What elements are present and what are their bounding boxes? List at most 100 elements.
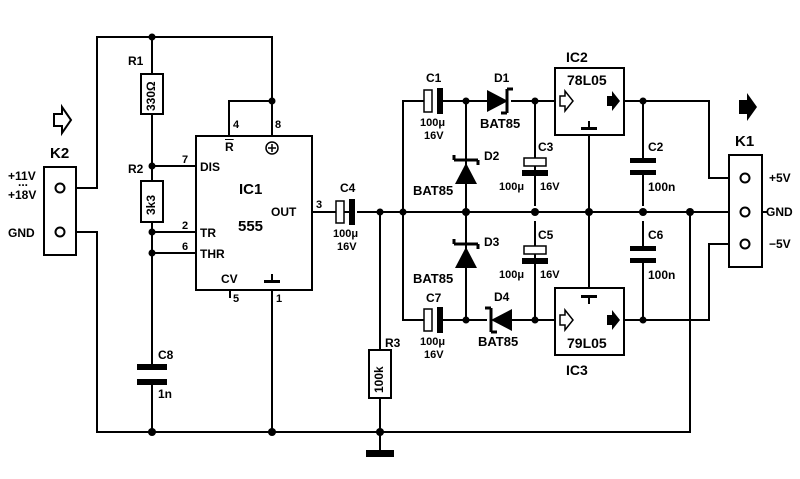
c1-capacitor (423, 88, 443, 114)
c8-plate-top (137, 364, 167, 370)
ic1-reset-label: R (225, 140, 234, 154)
k1-pin-3 (739, 238, 751, 250)
k2-connector (43, 166, 77, 256)
k1-pin-2 (739, 206, 751, 218)
d2-diode (452, 155, 480, 184)
junction-dot (399, 208, 407, 216)
c8-plate-bottom (137, 379, 167, 385)
reset-pin-wire (228, 100, 273, 137)
junction-dot (148, 249, 156, 257)
c4-capacitor (335, 199, 355, 225)
k2-vin-wire (75, 36, 273, 189)
pin1-number: 1 (276, 293, 283, 305)
c8-label: C8 (158, 348, 174, 362)
c6-capacitor (630, 246, 656, 263)
ic2-name-label: IC2 (566, 49, 588, 65)
ic1-body (195, 135, 313, 291)
ic3-type-label: 79L05 (567, 335, 607, 351)
pin5-number: 5 (233, 293, 240, 305)
c6-label: C6 (648, 228, 664, 242)
c3-capacitor (522, 157, 548, 176)
ic1-type-label: 555 (238, 218, 264, 235)
junction-dot (639, 97, 647, 105)
junction-dot (686, 208, 694, 216)
c5-value-label: 100μ (499, 269, 525, 281)
r3-value-label: 100k (372, 366, 386, 393)
ic2-gnd-symbol (581, 127, 597, 130)
c5-capacitor (522, 245, 548, 264)
k2-vin-dots-label: ... (18, 175, 29, 189)
junction-dot (148, 428, 156, 436)
r3-label: R3 (385, 336, 401, 350)
k2-gnd-wire (75, 231, 98, 433)
r2-label: R2 (128, 162, 144, 176)
d4-type-label: BAT85 (478, 334, 519, 349)
pin3-number: 3 (316, 199, 323, 211)
c1-value-label: 100μ (420, 117, 446, 129)
d1-type-label: BAT85 (480, 116, 521, 131)
ic1-out-label: OUT (271, 205, 297, 219)
d4-diode (485, 306, 512, 334)
c5-voltage-label: 16V (540, 269, 560, 281)
r2-value-label: 3k3 (144, 194, 158, 215)
c3-value-label: 100μ (499, 181, 525, 193)
ic3-in-arrow-icon (559, 307, 574, 333)
pin7-number: 7 (182, 154, 189, 166)
ground-symbol (366, 450, 394, 457)
c7-voltage-label: 16V (424, 349, 444, 361)
d3-label: D3 (484, 235, 500, 249)
d2-type-label: BAT85 (413, 183, 454, 198)
junction-dot (462, 97, 470, 105)
c7-capacitor (423, 307, 443, 333)
k2-vin-top-label: +11V (8, 169, 36, 183)
c7-label: C7 (426, 291, 442, 305)
k2-vin-bottom-label: +18V (8, 188, 37, 202)
junction-dot (462, 316, 470, 324)
ic2-out-arrow-icon (607, 91, 620, 111)
d3-diode (452, 239, 480, 268)
r1-value-label: 330Ω (144, 81, 158, 111)
ic2-in-arrow-icon (559, 88, 574, 114)
c4-label: C4 (340, 181, 356, 195)
gnd-pin-symbol (264, 280, 280, 283)
d4-label: D4 (494, 290, 510, 304)
k2-label: K2 (50, 145, 70, 162)
r1-resistor (140, 73, 164, 115)
k1-gnd-label: GND (766, 205, 793, 219)
output-arrow-icon (739, 93, 757, 121)
ic3-name-label: IC3 (566, 362, 588, 378)
c6-value-label: 100n (648, 268, 676, 282)
k1-neg-label: −5V (769, 237, 791, 251)
junction-dot (639, 208, 647, 216)
d2-label: D2 (484, 149, 500, 163)
c5-label: C5 (538, 228, 554, 242)
c4-value-label: 100μ (333, 228, 359, 240)
junction-dot (585, 208, 593, 216)
junction-dot (268, 97, 276, 105)
junction-dot (376, 428, 384, 436)
junction-dot (462, 208, 470, 216)
ic2-type-label: 78L05 (567, 72, 607, 88)
junction-dot (531, 208, 539, 216)
junction-dot (148, 162, 156, 170)
c2-value-label: 100n (648, 180, 676, 194)
ic1-thr-label: THR (200, 247, 225, 261)
input-arrow-icon (53, 103, 73, 137)
ic1-dis-label: DIS (200, 160, 221, 174)
ic1-name-label: IC1 (239, 181, 263, 198)
ic3-out-arrow-icon (607, 310, 620, 330)
d1-diode (487, 87, 513, 115)
c1-voltage-label: 16V (424, 130, 444, 142)
vcc-plus-sign (268, 144, 276, 152)
c1-label: C1 (426, 71, 442, 85)
junction-dot (268, 428, 276, 436)
pos-output-wire (623, 100, 730, 179)
r3-resistor (368, 349, 392, 399)
junction-dot (376, 208, 384, 216)
k2-gnd-label: GND (8, 226, 35, 240)
junction-dot (531, 97, 539, 105)
c3-voltage-label: 16V (540, 181, 560, 193)
c7-value-label: 100μ (420, 336, 446, 348)
junction-dot (531, 316, 539, 324)
